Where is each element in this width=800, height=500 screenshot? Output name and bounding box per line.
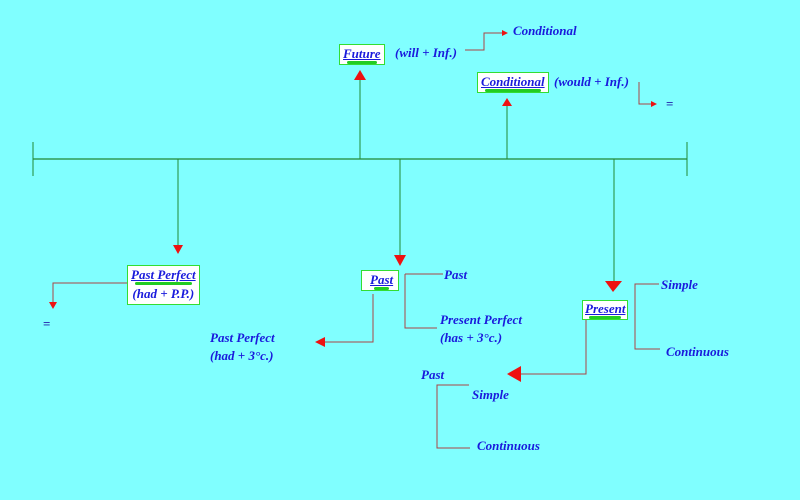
future-connector-arrowhead <box>502 30 508 36</box>
past-left-past-perfect: Past Perfect <box>210 330 275 345</box>
present-left-continuous: Continuous <box>477 438 540 453</box>
conditional-connector <box>638 82 653 105</box>
past-right-connector <box>404 274 437 329</box>
present-box: Present <box>582 300 629 320</box>
conditional-arrowhead <box>502 98 512 106</box>
past-perfect-box: Past Perfect (had + P.P.) <box>127 265 200 305</box>
past-arrowhead <box>394 255 406 266</box>
conditional-connector-arrowhead <box>651 101 657 107</box>
past-perfect-branch-equals: = <box>43 316 51 331</box>
past-branch-present-perfect-formula: (has + 3°c.) <box>440 330 503 345</box>
present-left-past: Past <box>421 367 445 382</box>
conditional-box: Conditional <box>477 72 549 93</box>
present-label: Present <box>585 301 626 319</box>
future-label: Future <box>343 46 381 64</box>
past-left-connector-arrowhead <box>315 337 325 347</box>
past-perfect-connector-arrowhead <box>49 302 57 309</box>
conditional-label: Conditional <box>481 74 545 92</box>
past-branch-present-perfect: Present Perfect <box>440 312 522 327</box>
present-branch-continuous: Continuous <box>666 344 729 359</box>
past-sub-connector <box>436 384 470 449</box>
past-perfect-formula: (had + P.P.) <box>132 286 195 301</box>
present-left-connector <box>521 318 587 375</box>
future-box: Future <box>339 44 385 65</box>
past-box: Past <box>361 270 400 291</box>
present-right-connector <box>634 283 660 350</box>
future-branch-conditional: Conditional <box>513 23 577 38</box>
future-formula: (will + Inf.) <box>395 45 457 60</box>
conditional-branch-equals: = <box>666 96 674 111</box>
future-arrowhead <box>354 70 366 80</box>
present-left-simple: Simple <box>472 387 509 402</box>
past-perfect-connector <box>52 282 128 303</box>
conditional-formula: (would + Inf.) <box>554 74 629 89</box>
future-connector <box>465 32 504 51</box>
present-arrowhead <box>605 281 622 292</box>
present-branch-simple: Simple <box>661 277 698 292</box>
present-left-connector-arrowhead <box>507 366 521 382</box>
past-label: Past <box>370 272 394 290</box>
past-perfect-arrowhead <box>173 245 183 254</box>
past-left-past-perfect-formula: (had + 3°c.) <box>210 348 274 363</box>
past-perfect-label: Past Perfect <box>131 267 196 285</box>
past-branch-past: Past <box>444 267 468 282</box>
past-left-connector <box>324 294 374 343</box>
